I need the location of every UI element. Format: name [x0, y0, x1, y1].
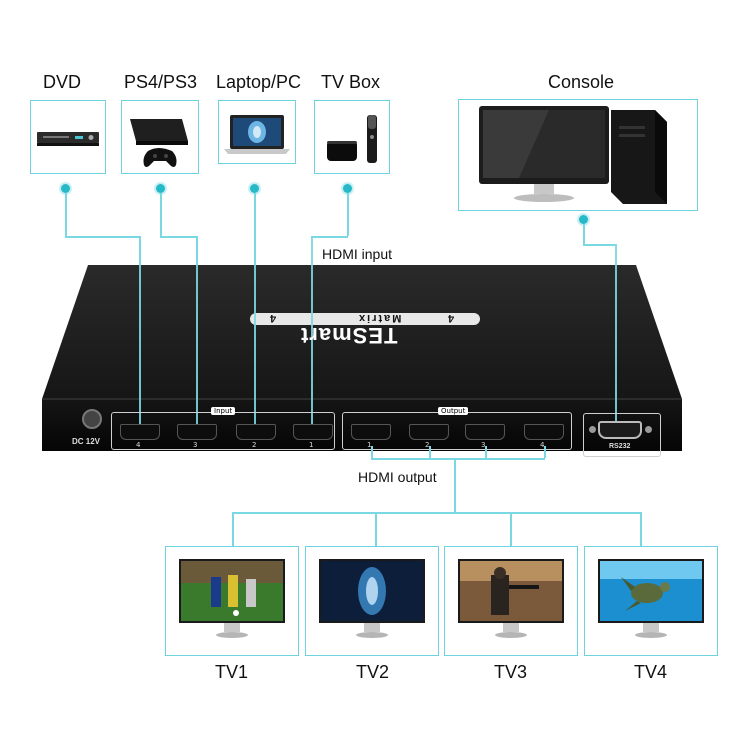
- output-num-2: 2: [425, 441, 430, 449]
- input-num-3: 3: [193, 441, 198, 449]
- desktop-computer-icon: [479, 106, 667, 204]
- input-port-4[interactable]: [120, 424, 160, 440]
- tv3-box: [444, 546, 578, 656]
- output-num-4: 4: [540, 441, 545, 449]
- wire-over-console: [615, 244, 617, 422]
- source-box-ps4: [121, 100, 199, 174]
- dot-laptop: [250, 184, 259, 193]
- wire-tv-bus: [232, 512, 640, 514]
- wire-console-b: [583, 244, 615, 246]
- source-label-dvd: DVD: [43, 72, 82, 92]
- input-port-1[interactable]: [293, 424, 333, 440]
- tv-box-icon: [327, 115, 377, 163]
- wire-out-2: [429, 446, 431, 458]
- output-port-4[interactable]: [524, 424, 564, 440]
- laptop-icon: [224, 115, 290, 154]
- wire-tv4: [640, 512, 642, 546]
- console-label: Console: [548, 72, 615, 92]
- hdmi-input-label: HDMI input: [322, 246, 393, 262]
- input-num-4: 4: [136, 441, 141, 449]
- wire-over-1: [139, 255, 141, 425]
- wire-over-3: [254, 255, 256, 425]
- input-num-1: 1: [309, 441, 314, 449]
- tv1-label: TV1: [215, 662, 249, 682]
- wire-out-bus: [371, 458, 545, 460]
- tv2-label: TV2: [356, 662, 390, 682]
- source-label-laptop: Laptop/PC: [216, 72, 302, 92]
- dot-console: [579, 215, 588, 224]
- model-number-right: 4: [448, 312, 455, 324]
- power-jack[interactable]: [82, 409, 102, 429]
- tv2-box: [305, 546, 439, 656]
- source-box-dvd: [30, 100, 106, 174]
- tv4-box: [584, 546, 718, 656]
- output-port-2[interactable]: [409, 424, 449, 440]
- wire-out-1: [371, 446, 373, 458]
- wire-tv3: [510, 512, 512, 546]
- tv1-box: [165, 546, 299, 656]
- wire-dvd-b: [65, 236, 140, 238]
- rs232-label: RS232: [609, 443, 631, 450]
- wire-dvd-a: [65, 193, 67, 236]
- wire-out-trunk: [454, 458, 456, 513]
- input-port-3[interactable]: [177, 424, 217, 440]
- rs232-screw-right: [645, 426, 652, 433]
- input-group-label: Input: [211, 407, 236, 415]
- rs232-port[interactable]: [598, 421, 642, 439]
- source-box-tvbox: [314, 100, 390, 174]
- dot-ps4: [156, 184, 165, 193]
- brand-text: TESmart: [300, 323, 398, 348]
- input-num-2: 2: [252, 441, 257, 449]
- soldier-scene-icon: [458, 559, 564, 638]
- console-box: [458, 99, 698, 211]
- source-label-ps4: PS4/PS3: [124, 72, 198, 92]
- wire-ps4-a: [160, 193, 162, 236]
- sea-turtle-icon: [598, 559, 704, 638]
- wire-over-4: [311, 236, 313, 426]
- input-port-2[interactable]: [236, 424, 276, 440]
- output-num-1: 1: [367, 441, 372, 449]
- wire-out-3: [485, 446, 487, 458]
- wire-tv2: [375, 512, 377, 546]
- model-number-left: 4: [270, 312, 277, 324]
- dot-dvd: [61, 184, 70, 193]
- output-port-3[interactable]: [465, 424, 505, 440]
- output-port-1[interactable]: [351, 424, 391, 440]
- wire-console-a: [583, 224, 585, 244]
- dot-tvbox: [343, 184, 352, 193]
- tv4-label: TV4: [634, 662, 668, 682]
- wire-tvbox-a: [347, 193, 349, 236]
- model-text: Matrix: [357, 312, 402, 324]
- dvd-player-icon: [37, 132, 99, 146]
- wire-over-2: [196, 255, 198, 425]
- wire-ps4-b: [160, 236, 197, 238]
- power-label: DC 12V: [72, 437, 101, 446]
- rs232-group: [583, 413, 661, 457]
- hdmi-output-label: HDMI output: [358, 469, 437, 485]
- output-num-3: 3: [481, 441, 486, 449]
- abstract-art-icon: [319, 559, 425, 638]
- brand-logo: [250, 313, 480, 325]
- game-console-icon: [130, 119, 188, 167]
- wire-tv1: [232, 512, 234, 546]
- wire-out-4: [544, 446, 546, 458]
- source-label-tvbox: TV Box: [321, 72, 381, 92]
- output-group-label: Output: [438, 407, 469, 415]
- tv3-label: TV3: [494, 662, 528, 682]
- soccer-scene-icon: [179, 559, 285, 638]
- wire-tvbox-b: [311, 236, 348, 238]
- source-box-laptop: [218, 100, 296, 164]
- rs232-screw-left: [589, 426, 596, 433]
